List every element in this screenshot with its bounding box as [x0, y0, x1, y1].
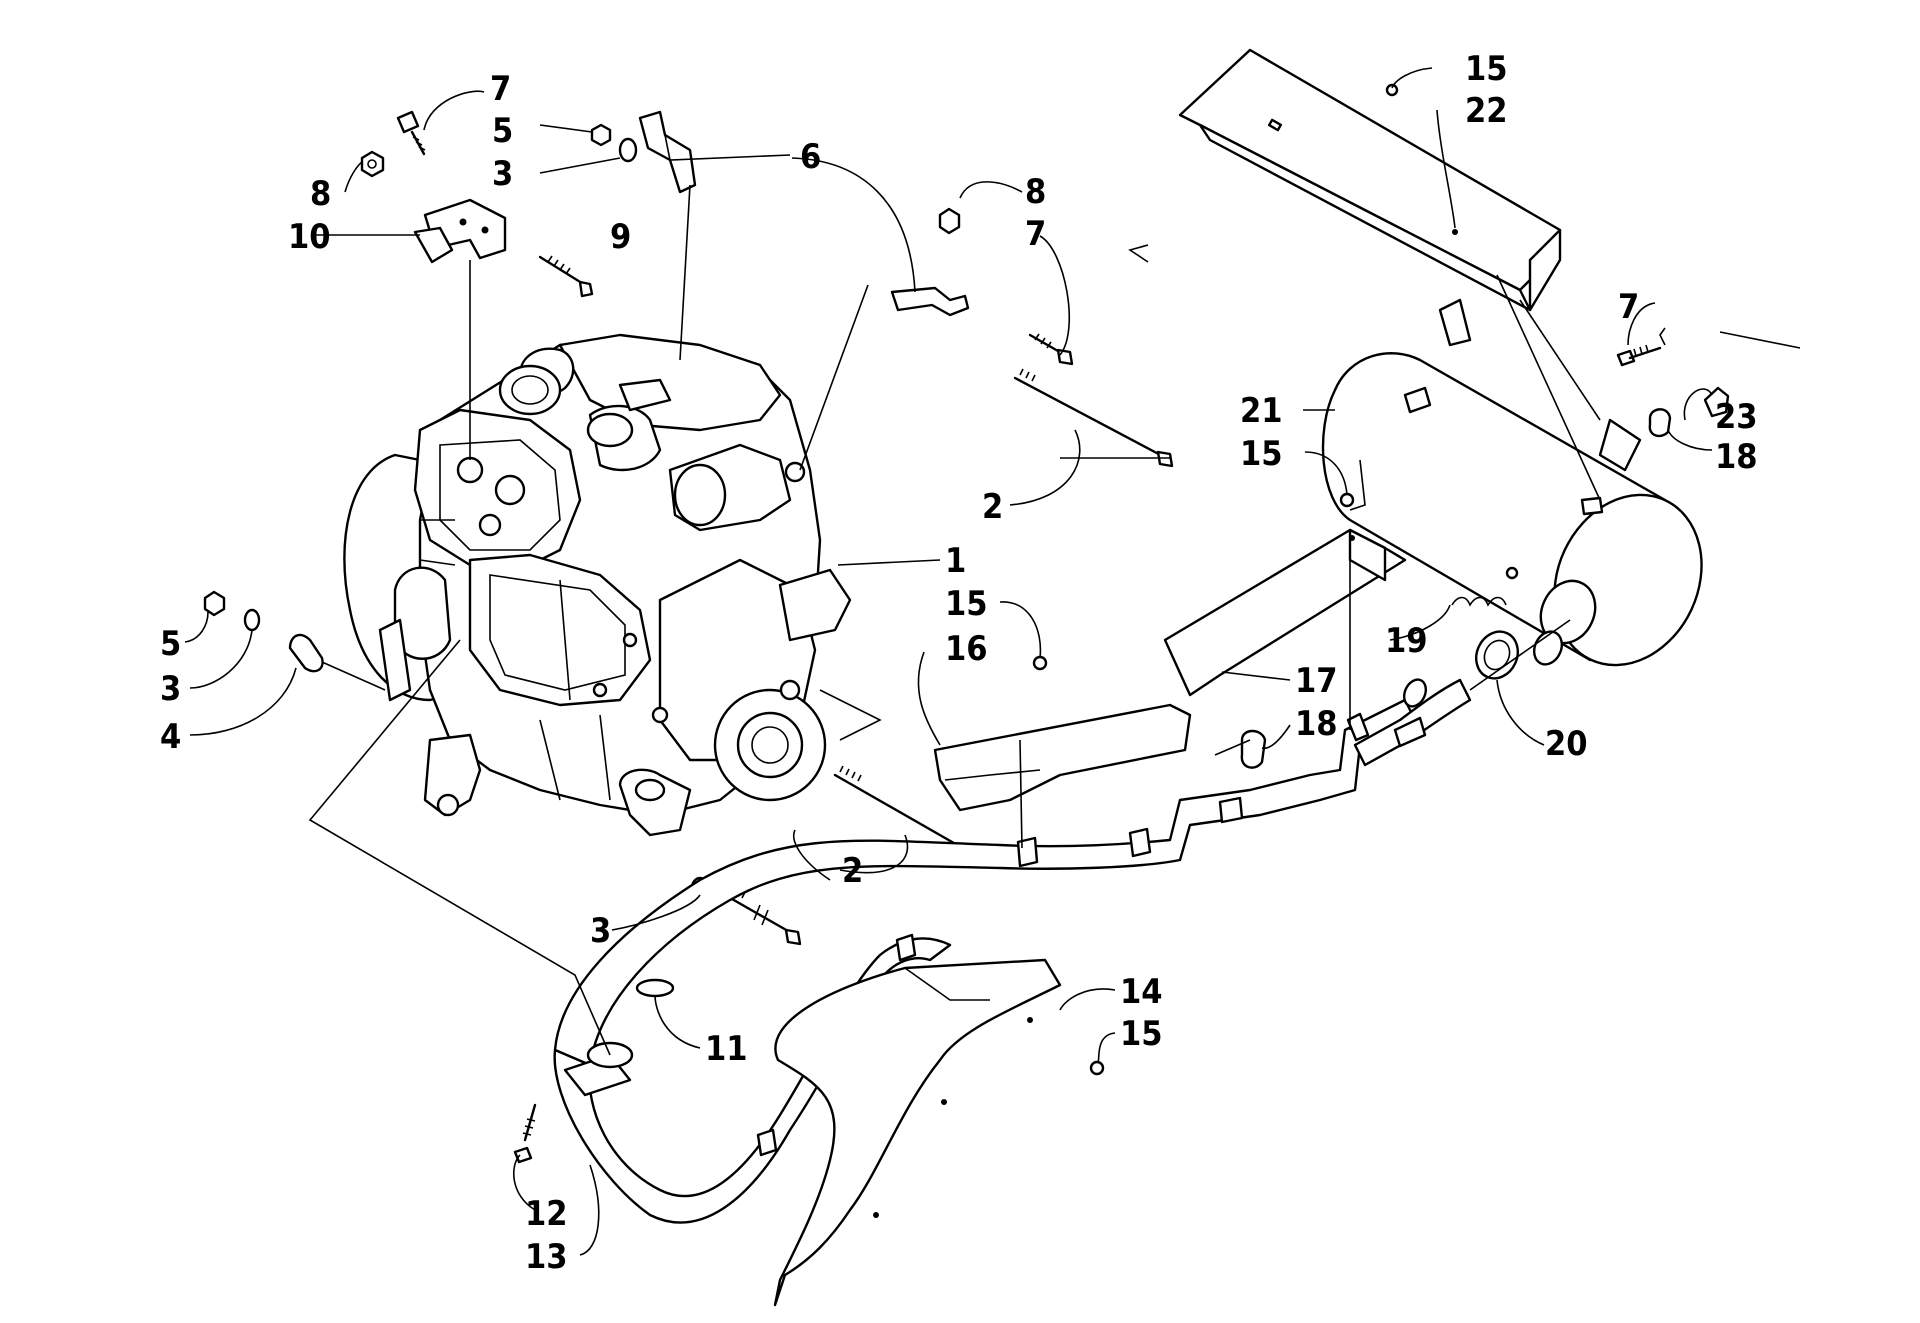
callout-15: 15	[945, 584, 988, 624]
callout-22: 22	[1465, 91, 1508, 131]
muffler	[1321, 298, 1703, 667]
callout-2: 2	[982, 487, 1003, 527]
callout-7: 7	[1025, 214, 1046, 254]
callout-18: 18	[1715, 437, 1758, 477]
callout-17: 17	[1295, 661, 1338, 701]
callout-5: 5	[160, 624, 181, 664]
callout-21: 21	[1240, 391, 1283, 431]
heat-shield-middle	[1163, 492, 1407, 697]
callout-6: 6	[800, 137, 821, 177]
callout-5: 5	[492, 111, 513, 151]
heat-shield-16	[933, 655, 1192, 812]
callout-10: 10	[288, 217, 331, 257]
callout-3: 3	[160, 669, 181, 709]
callout-18: 18	[1295, 704, 1338, 744]
engine-mount-hardware	[360, 110, 1174, 468]
callout-15: 15	[1240, 434, 1283, 474]
callout-12: 12	[525, 1194, 568, 1234]
heat-shield-lower	[773, 958, 1105, 1307]
callout-9: 9	[610, 217, 631, 257]
callout-16: 16	[945, 629, 988, 669]
callout-23: 23	[1715, 397, 1758, 437]
callout-3: 3	[590, 911, 611, 951]
callout-labels: 7 5 3 6 8 10 9 8 7 15 22 7 23 18 21 15 2…	[160, 49, 1758, 1277]
heat-shield-upper	[1178, 48, 1562, 312]
callout-4: 4	[160, 717, 181, 757]
callout-7: 7	[1618, 287, 1639, 327]
leader-lines	[184, 67, 1801, 1256]
callout-7: 7	[490, 69, 511, 109]
callout-11: 11	[705, 1029, 748, 1069]
callout-1: 1	[945, 541, 966, 581]
callout-2: 2	[842, 851, 863, 891]
callout-15: 15	[1120, 1014, 1163, 1054]
callout-13: 13	[525, 1237, 568, 1277]
callout-8: 8	[1025, 172, 1046, 212]
left-mount-hardware	[203, 590, 386, 691]
callout-19: 19	[1385, 621, 1428, 661]
callout-14: 14	[1120, 972, 1163, 1012]
callout-3: 3	[492, 154, 513, 194]
callout-20: 20	[1545, 724, 1588, 764]
callout-15: 15	[1465, 49, 1508, 89]
callout-8: 8	[310, 174, 331, 214]
engine-assembly	[343, 333, 852, 837]
